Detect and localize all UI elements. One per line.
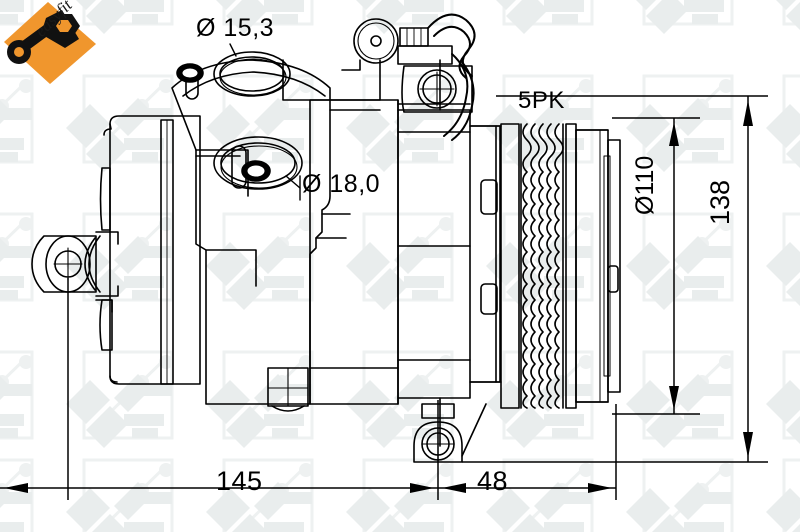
dimension-label-length-145: 145 [216,466,263,496]
dimension-label-length-48: 48 [477,466,509,496]
rear-flange [160,119,174,385]
easyfit-diamond [4,2,96,84]
rear-housing [31,115,201,385]
leader-lines [229,43,301,201]
dimension-lines [0,95,768,500]
pulley-clutch-assembly [495,123,621,409]
dimension-label-diameter-110: Ø110 [631,155,659,215]
dimension-label-diameter-18-0: Ø 18,0 [302,170,381,198]
wrench-icon [7,10,80,64]
electrical-connector [341,13,476,141]
dimension-label-pulley-5pk: 5PK [518,87,565,114]
dimension-label-height-138: 138 [705,179,735,225]
cylinder-block [267,59,471,412]
port-manifold-block [171,51,381,405]
dimension-label-diameter-15-3: Ø 15,3 [196,14,275,42]
